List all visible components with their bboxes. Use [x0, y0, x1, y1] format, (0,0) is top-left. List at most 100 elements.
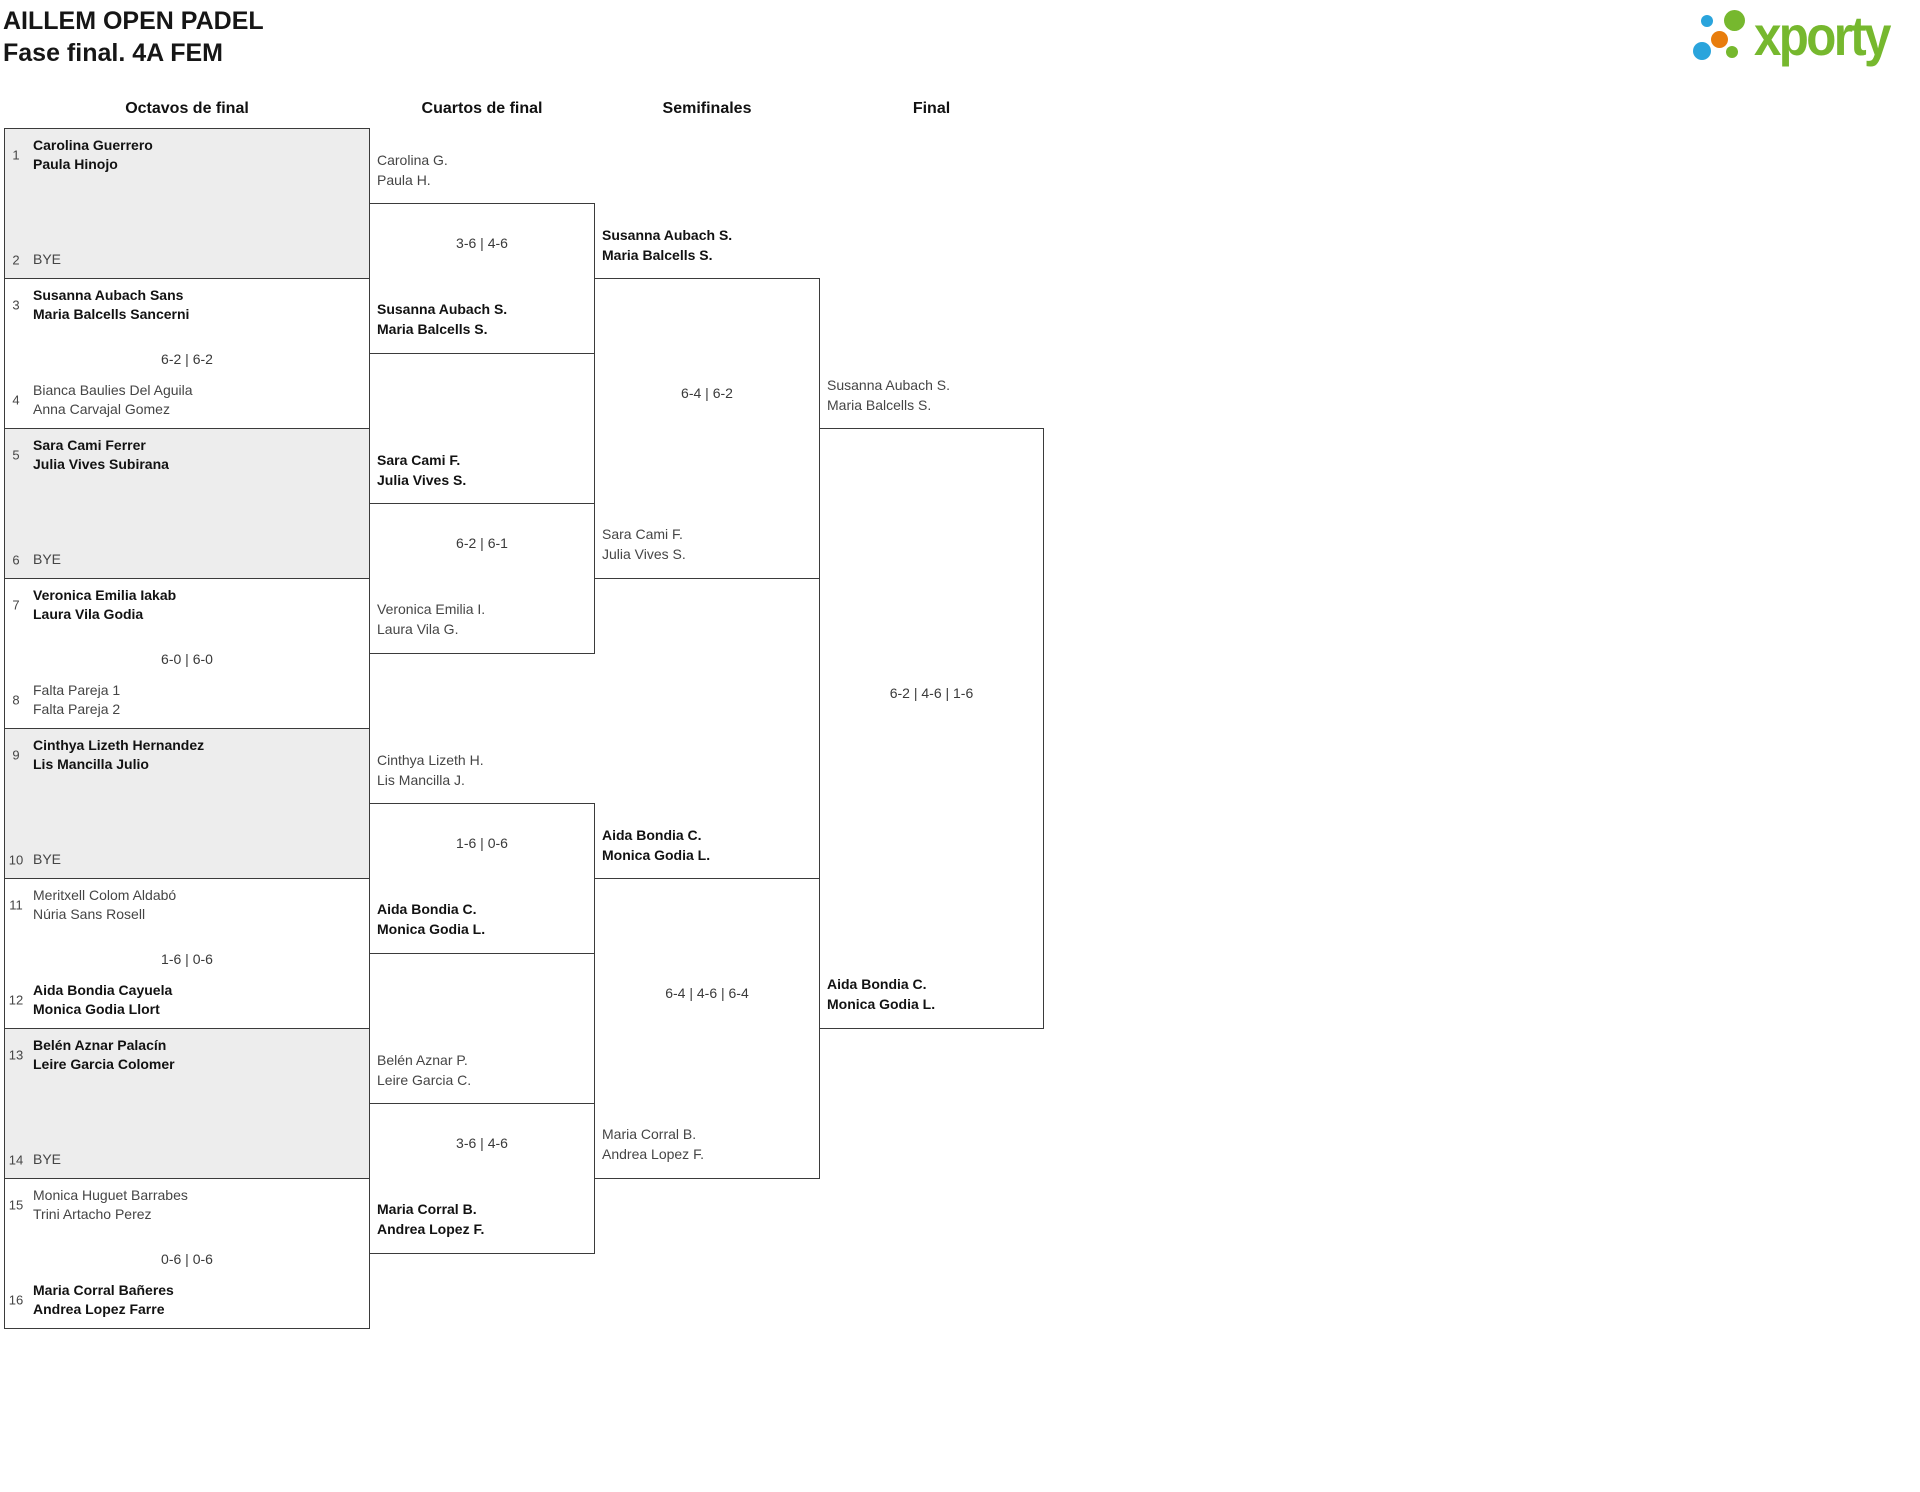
- match-score: 6-0 | 6-0: [161, 650, 213, 667]
- qf-match-4: Belén Aznar P. Leire Garcia C. 3-6 | 4-6…: [369, 1052, 595, 1254]
- seed-number: 6: [12, 552, 20, 567]
- player-line: Julia Vives Subirana: [33, 456, 169, 472]
- player-line: Falta Pareja 1: [33, 682, 121, 698]
- player-line: Sara Cami F.: [602, 526, 683, 542]
- player-line: Monica Godia L.: [827, 996, 936, 1012]
- participant-name: Susanna Aubach S. Maria Balcells S.: [377, 299, 507, 339]
- team-row: 16 Maria Corral Bañeres Andrea Lopez Far…: [5, 1281, 365, 1319]
- logo-dot-icon: [1701, 15, 1713, 27]
- player-line: Monica Godia Llort: [33, 1001, 160, 1017]
- seed-number: 11: [9, 897, 23, 913]
- player-line: Maria Corral Bañeres: [33, 1282, 174, 1298]
- participant-name: Sara Cami F. Julia Vives S.: [602, 524, 686, 564]
- participant-name: Belén Aznar P. Leire Garcia C.: [377, 1050, 471, 1090]
- seed-number: 15: [8, 1197, 24, 1213]
- seed-number: 10: [8, 852, 24, 867]
- team-row: 4 Bianca Baulies Del Aguila Anna Carvaja…: [5, 381, 365, 419]
- logo-dot-icon: [1726, 46, 1738, 58]
- seed-number: 9: [12, 747, 20, 763]
- player-line: Monica Godia L.: [377, 921, 486, 937]
- match-score: 6-4 | 4-6 | 6-4: [665, 984, 749, 1001]
- player-line: Meritxell Colom Aldabó: [33, 887, 177, 903]
- participant-name: Sara Cami F. Julia Vives S.: [377, 450, 466, 490]
- player-line: Aida Bondia Cayuela: [33, 982, 173, 998]
- r16-match-1: 1 Carolina Guerrero Paula Hinojo 2 BYE: [4, 128, 370, 279]
- seed-number: 13: [8, 1047, 24, 1063]
- seed-number: 3: [12, 297, 20, 313]
- player-line: Belén Aznar P.: [377, 1052, 468, 1068]
- page-title: AILLEM OPEN PADEL Fase final. 4A FEM: [3, 5, 264, 69]
- player-line: Veronica Emilia I.: [377, 601, 486, 617]
- team-row: 11 Meritxell Colom Aldabó Núria Sans Ros…: [5, 886, 365, 924]
- player-line: Susanna Aubach S.: [602, 227, 733, 243]
- player-line: BYE: [33, 251, 62, 267]
- player-line: Paula Hinojo: [33, 156, 118, 172]
- player-line: Maria Corral B.: [602, 1126, 697, 1142]
- player-line: Laura Vila G.: [377, 621, 459, 637]
- match-score: 6-2 | 6-2: [161, 350, 213, 367]
- team-row: 5 Sara Cami Ferrer Julia Vives Subirana: [5, 436, 365, 474]
- team-row: 7 Veronica Emilia Iakab Laura Vila Godia: [5, 586, 365, 624]
- match-score: 3-6 | 4-6: [456, 1134, 508, 1151]
- team-row: 6 BYE: [5, 550, 365, 569]
- player-line: BYE: [33, 551, 62, 567]
- team-row: 12 Aida Bondia Cayuela Monica Godia Llor…: [5, 981, 365, 1019]
- logo-dot-icon: [1693, 42, 1711, 60]
- player-line: Anna Carvajal Gomez: [33, 401, 170, 417]
- seed-number: 14: [8, 1152, 24, 1167]
- player-line: Aida Bondia C.: [827, 976, 927, 992]
- match-score: 6-4 | 6-2: [681, 384, 733, 401]
- player-line: Paula H.: [377, 172, 431, 188]
- player-line: Belén Aznar Palacín: [33, 1037, 167, 1053]
- r16-match-2: 3 Susanna Aubach Sans Maria Balcells San…: [4, 278, 370, 429]
- r16-match-4: 7 Veronica Emilia Iakab Laura Vila Godia…: [4, 578, 370, 729]
- player-line: Susanna Aubach S.: [377, 301, 508, 317]
- participant-name: Carolina G. Paula H.: [377, 150, 448, 190]
- match-score: 6-2 | 6-1: [456, 534, 508, 551]
- participant-name: Aida Bondia C. Monica Godia L.: [602, 825, 710, 865]
- player-line: Maria Balcells S.: [602, 247, 713, 263]
- seed-number: 2: [12, 252, 20, 267]
- team-row: 15 Monica Huguet Barrabes Trini Artacho …: [5, 1186, 365, 1224]
- player-line: Julia Vives S.: [602, 546, 686, 562]
- player-line: Aida Bondia C.: [377, 901, 477, 917]
- team-row: 9 Cinthya Lizeth Hernandez Lis Mancilla …: [5, 736, 365, 774]
- r16-match-5: 9 Cinthya Lizeth Hernandez Lis Mancilla …: [4, 728, 370, 879]
- participant-name: Maria Corral B. Andrea Lopez F.: [377, 1199, 484, 1239]
- team-row: 3 Susanna Aubach Sans Maria Balcells San…: [5, 286, 365, 324]
- match-score: 6-2 | 4-6 | 1-6: [889, 684, 974, 701]
- player-line: Maria Balcells S.: [827, 397, 932, 413]
- participant-name: Maria Corral B. Andrea Lopez F.: [602, 1124, 704, 1164]
- seed-number: 8: [12, 692, 20, 708]
- player-line: BYE: [33, 851, 62, 867]
- seed-number: 1: [12, 147, 20, 163]
- round-header-final: Final: [912, 100, 951, 117]
- player-line: Cinthya Lizeth H.: [377, 752, 484, 768]
- sf-match-1: Susanna Aubach S. Maria Balcells S. 6-4 …: [594, 227, 820, 579]
- player-line: Falta Pareja 2: [33, 701, 121, 717]
- seed-number: 4: [12, 392, 20, 408]
- player-line: Julia Vives S.: [377, 472, 467, 488]
- seed-number: 5: [12, 447, 20, 463]
- r16-match-8: 15 Monica Huguet Barrabes Trini Artacho …: [4, 1178, 370, 1329]
- xporty-logo: xporty: [1690, 0, 1920, 80]
- player-line: Andrea Lopez F.: [602, 1146, 704, 1162]
- logo-dot-icon: [1711, 31, 1728, 48]
- player-line: Susanna Aubach S.: [827, 377, 950, 393]
- player-line: Cinthya Lizeth Hernandez: [33, 737, 205, 753]
- player-line: Leire Garcia C.: [377, 1072, 472, 1088]
- player-line: Carolina G.: [377, 152, 448, 168]
- final-match: Susanna Aubach S. Maria Balcells S. 6-2 …: [819, 377, 1044, 1029]
- seed-number: 7: [12, 597, 20, 613]
- participant-name: Susanna Aubach S. Maria Balcells S.: [602, 225, 732, 265]
- round-header-octavos: Octavos de final: [125, 100, 249, 117]
- player-line: Trini Artacho Perez: [33, 1206, 152, 1222]
- team-row: 10 BYE: [5, 850, 365, 869]
- player-line: BYE: [33, 1151, 62, 1167]
- team-row: 1 Carolina Guerrero Paula Hinojo: [5, 136, 365, 174]
- team-row: 14 BYE: [5, 1150, 365, 1169]
- player-line: Sara Cami F.: [377, 452, 461, 468]
- logo-wordmark: xporty: [1754, 4, 1891, 67]
- player-line: Aida Bondia C.: [602, 827, 702, 843]
- player-line: Leire Garcia Colomer: [33, 1056, 175, 1072]
